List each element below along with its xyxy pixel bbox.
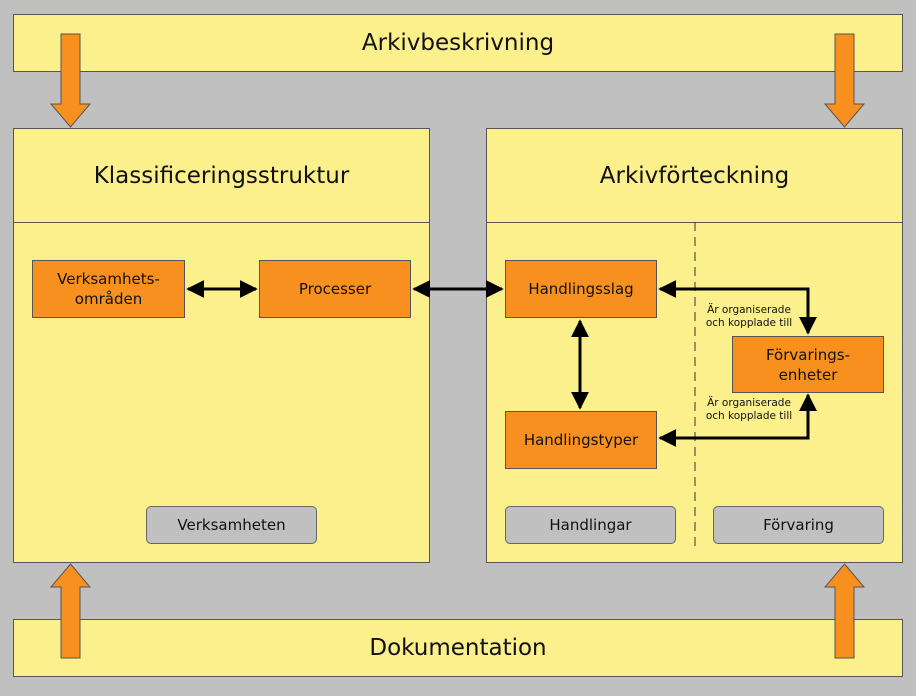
footer-forvaring-label: Förvaring	[763, 516, 834, 534]
arrow-down-left	[49, 33, 92, 128]
arkivbeskrivning-band: Arkivbeskrivning	[13, 14, 903, 72]
arrow-up-left	[49, 563, 92, 659]
box-handlingsslag: Handlingsslag	[505, 260, 657, 318]
box-processer: Processer	[259, 260, 411, 318]
arrow-down-right	[823, 33, 866, 128]
box-verksamhetsomraden: Verksamhets- områden	[32, 260, 185, 318]
box-handlingsslag-label: Handlingsslag	[528, 280, 634, 298]
box-verksamhetsomraden-line1: Verksamhets-	[57, 270, 160, 288]
connector-handlingstyper-forvaring	[658, 393, 817, 447]
dokumentation-band: Dokumentation	[13, 619, 903, 677]
note-top-line1: Är organiserade	[707, 304, 791, 316]
box-forvaringsenheter-line2: enheter	[778, 365, 838, 384]
note-bottom: Är organiserade och kopplade till	[698, 397, 800, 423]
footer-verksamheten-label: Verksamheten	[177, 516, 286, 534]
note-top-line2: och kopplade till	[705, 317, 793, 329]
note-top: Är organiserade och kopplade till	[698, 304, 800, 330]
box-verksamhetsomraden-line2: områden	[74, 290, 143, 308]
klassificeringsstruktur-title: Klassificeringsstruktur	[14, 129, 429, 223]
connector-handlingsslag-forvaring	[658, 280, 817, 335]
footer-handlingar-label: Handlingar	[549, 516, 632, 534]
box-forvaringsenheter: Förvarings- enheter	[732, 336, 884, 393]
note-bottom-line2: och kopplade till	[705, 410, 793, 422]
klassificeringsstruktur-title-text: Klassificeringsstruktur	[93, 162, 350, 189]
footer-forvaring: Förvaring	[713, 506, 884, 544]
box-handlingstyper-label: Handlingstyper	[523, 431, 639, 449]
footer-handlingar: Handlingar	[505, 506, 676, 544]
arkivforteckning-title-text: Arkivförteckning	[599, 162, 790, 189]
arkivbeskrivning-label: Arkivbeskrivning	[361, 30, 555, 56]
note-bottom-line1: Är organiserade	[707, 397, 791, 409]
arrow-up-right	[823, 563, 866, 659]
box-processer-label: Processer	[298, 280, 372, 298]
klassificeringsstruktur-panel: Klassificeringsstruktur	[13, 128, 430, 563]
footer-verksamheten: Verksamheten	[146, 506, 317, 544]
box-forvaringsenheter-line1: Förvarings-	[765, 345, 851, 364]
box-handlingstyper: Handlingstyper	[505, 411, 657, 469]
dokumentation-label: Dokumentation	[369, 635, 547, 661]
